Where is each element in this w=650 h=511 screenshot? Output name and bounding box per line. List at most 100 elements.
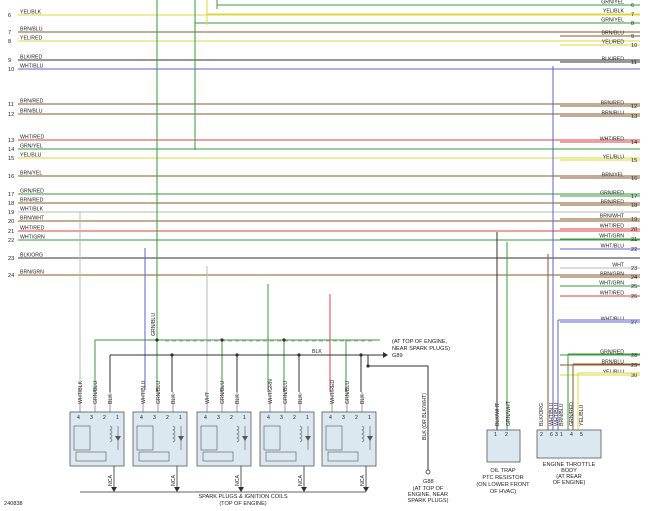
coils-caption-line2: (TOP OF ENGINE): [219, 501, 266, 507]
coil-pin-number: 2: [293, 415, 296, 421]
throttle-pin-number: 4: [570, 432, 573, 438]
oil-trap-caption-1: OIL TRAP: [490, 468, 515, 474]
coil-nca-label: NCA: [108, 475, 114, 486]
left-wire-label: WHT/RED: [20, 226, 44, 232]
blk-bus-label: BLK: [312, 349, 322, 355]
right-wire-num: 23: [631, 266, 637, 272]
left-wire-label: BRN/GRN: [20, 270, 44, 276]
coil-nca-label: NCA: [171, 475, 177, 486]
coil-pin-number: 3: [342, 415, 345, 421]
coil-wire-label: GRN/BLU: [220, 381, 226, 404]
coil-pin-number: 2: [230, 415, 233, 421]
left-wire-label: WHT/GRN: [20, 235, 45, 241]
left-wire-num: 22: [8, 238, 14, 244]
left-wire-num: 15: [8, 156, 14, 162]
left-wire-label: YEL/BLK: [20, 10, 42, 16]
coil-wire-label: WHT: [205, 391, 211, 404]
right-wire-label: WHT/GRN: [599, 281, 624, 287]
coil-pin-number: 2: [355, 415, 358, 421]
coil-wire-label: GRN/BLU: [345, 381, 351, 404]
right-wire-num: 16: [631, 176, 637, 182]
right-wire-num: 9: [631, 34, 634, 40]
oil-trap-pin-1: 1: [494, 432, 497, 438]
coil-wire-label: BLK: [171, 394, 177, 404]
coil-wire-label: GRN/BLU: [156, 381, 162, 404]
left-wire-label: BLK/ORG: [20, 253, 43, 259]
right-wire-label: GRN/RED: [600, 191, 624, 197]
right-wire-label: BRN/BLU: [602, 111, 625, 117]
right-wire-num: 29: [631, 363, 637, 369]
coil-body: [321, 411, 377, 467]
coil-pin-number: 1: [243, 415, 246, 421]
right-wire-num: 24: [631, 275, 637, 281]
right-wire-label: WHT/RED: [600, 291, 624, 297]
left-wire-label: BLK/RED: [20, 55, 42, 61]
throttle-wire-label: GRN/RED: [569, 402, 575, 426]
throttle-wire-label: BRN/BLU: [559, 403, 565, 426]
right-wire-num: 17: [631, 194, 637, 200]
coil-nca-label: NCA: [235, 475, 241, 486]
right-wire-num: 19: [631, 217, 637, 223]
coil-pin-number: 4: [267, 415, 270, 421]
g89-note-line2: NEAR SPARK PLUGS): [392, 346, 450, 352]
coil-pin-number: 4: [77, 415, 80, 421]
coil-pin-number: 4: [204, 415, 207, 421]
right-wire-label: BRN/BLU: [602, 360, 625, 366]
left-wire-num: 19: [8, 210, 14, 216]
left-wire-num: 12: [8, 112, 14, 118]
throttle-caption-4: OF ENGINE): [553, 480, 586, 486]
right-wire-num: 13: [631, 114, 637, 120]
left-wire-label: BRN/RED: [20, 198, 44, 204]
right-wire-label: BRN/YEL: [602, 173, 624, 179]
left-wire-label: BRN/YEL: [20, 171, 42, 177]
left-wire-num: 6: [8, 13, 11, 19]
oil-trap-ptc-resistor: 1 2 BLK/WHT GRN/WHT OIL TRAP PTC RESISTO…: [476, 400, 530, 495]
oil-trap-caption-4: OF HVAC): [490, 489, 516, 495]
left-wire-label: GRN/RED: [20, 189, 44, 195]
oil-trap-wire-1: BLK/WHT: [495, 402, 501, 426]
left-wire-label: WHT/BLK: [20, 207, 44, 213]
coil-pin-number: 3: [280, 415, 283, 421]
coil-wire-label: BLK: [235, 394, 241, 404]
left-wire-num: 18: [8, 201, 14, 207]
oil-trap-caption-2: PTC RESISTOR: [482, 475, 523, 481]
left-wire-label: YEL/RED: [20, 36, 42, 42]
left-wire-num: 16: [8, 174, 14, 180]
right-wire-label: GRN/YEL: [601, 18, 624, 24]
left-wire-label: BRN/WHT: [20, 216, 45, 222]
g89-note-line1: (AT TOP OF ENGINE,: [392, 339, 448, 345]
right-wire-num: 8: [631, 21, 634, 27]
right-wire-label: WHT/RED: [600, 137, 624, 143]
coil-pin-number: 1: [179, 415, 182, 421]
left-wire-num: 17: [8, 192, 14, 198]
right-wire-num: 21: [631, 237, 637, 243]
right-wire-num: 12: [631, 104, 637, 110]
left-wire-label: BRN/BLU: [20, 109, 43, 115]
right-wire-label: BRN/GRN: [600, 272, 624, 278]
coil-pin-number: 2: [103, 415, 106, 421]
coil-nca-label: NCA: [360, 475, 366, 486]
coil-body: [132, 411, 188, 467]
right-wire-num: 10: [631, 43, 637, 49]
right-wire-num: 11: [631, 60, 637, 66]
left-wire-label: BRN/BLU: [20, 27, 43, 33]
coil-pin-number: 3: [153, 415, 156, 421]
left-wire-num: 7: [8, 30, 11, 36]
right-wire-num: 26: [631, 294, 637, 300]
right-wire-num: 25: [631, 284, 637, 290]
throttle-pin-number: 6: [550, 432, 553, 438]
coil-nca-label: NCA: [298, 475, 304, 486]
engine-throttle-body: 2BLK/ORG6WHT/BLU3WHT/BLU1BRN/BLU4GRN/RED…: [536, 402, 602, 486]
right-wire-label: WHT: [612, 263, 625, 269]
right-wire-num: 6: [631, 3, 634, 9]
throttle-wire-label: WHT/BLU: [554, 402, 560, 426]
left-wire-num: 23: [8, 256, 14, 262]
coil-body: [259, 411, 315, 467]
right-wire-num: 15: [631, 158, 637, 164]
coil-buses: [94, 338, 431, 475]
right-wire-label: BLK/RED: [602, 57, 624, 63]
